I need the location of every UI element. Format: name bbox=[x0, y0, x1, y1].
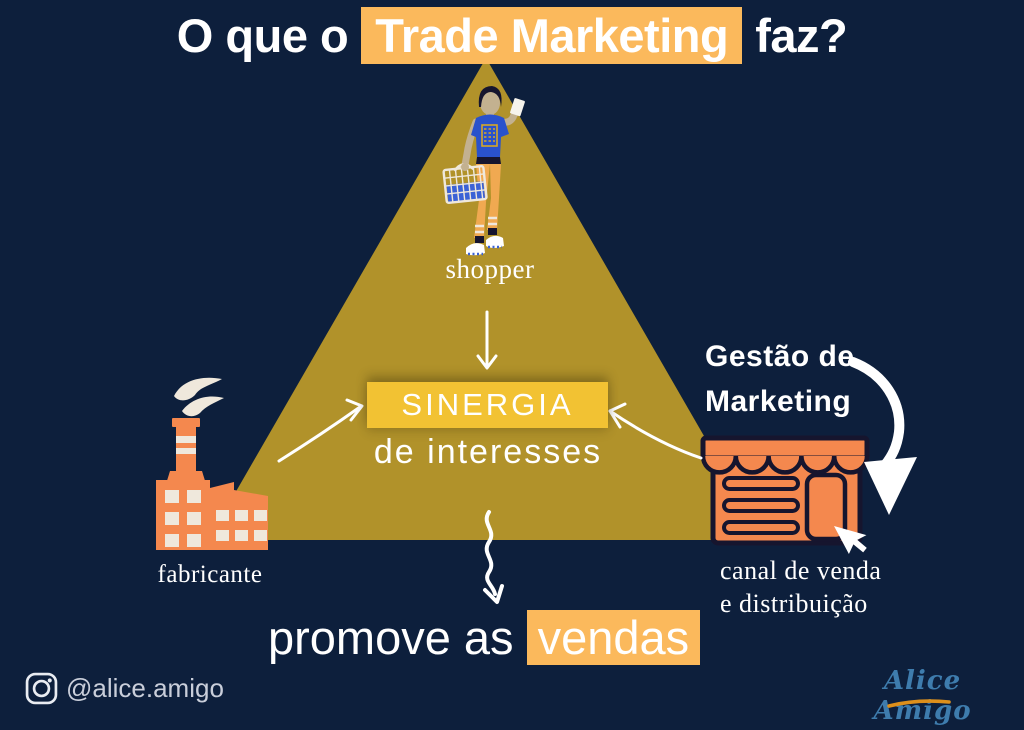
page-title: O que o Trade Marketing faz? bbox=[0, 4, 1024, 66]
gestao-line2: Marketing bbox=[705, 385, 852, 418]
conclusion-text: promove as vendas bbox=[268, 610, 701, 666]
gestao-annotation: Gestão de Marketing bbox=[705, 334, 855, 424]
gestao-line1: Gestão de bbox=[705, 340, 855, 373]
canal-label-line1: canal de venda bbox=[720, 556, 882, 585]
storefront-icon bbox=[700, 435, 870, 555]
arrow-down-icon bbox=[476, 310, 498, 370]
conclusion-highlight: vendas bbox=[526, 610, 701, 666]
canal-label-line2: e distribuição bbox=[720, 589, 868, 618]
store-sign-bars bbox=[722, 476, 800, 535]
signature-text: Alice Amigo bbox=[873, 666, 972, 726]
instagram-handle: @alice.amigo bbox=[66, 673, 224, 703]
factory-windows bbox=[165, 490, 267, 547]
squiggly-arrow-icon bbox=[483, 510, 504, 604]
factory-icon bbox=[156, 377, 268, 550]
shopper-label: shopper bbox=[445, 254, 535, 284]
instagram-credit: @alice.amigo bbox=[25, 672, 224, 705]
title-suffix: faz? bbox=[755, 8, 848, 62]
title-highlight: Trade Marketing bbox=[361, 6, 743, 64]
signature-swoosh bbox=[887, 699, 951, 708]
store-awning bbox=[700, 435, 870, 475]
instagram-icon bbox=[25, 672, 58, 705]
author-signature: Alice Amigo bbox=[845, 666, 1000, 726]
store-door bbox=[804, 472, 848, 542]
fabricante-label: fabricante bbox=[157, 561, 263, 588]
shopper-illustration bbox=[442, 86, 525, 256]
sinergia-box: SINERGIA bbox=[367, 382, 608, 428]
title-prefix: O que o bbox=[176, 8, 349, 62]
sinergia-subtitle: de interesses bbox=[373, 433, 603, 471]
conclusion-prefix: promove as bbox=[268, 611, 514, 665]
cursor-icon bbox=[834, 526, 867, 555]
